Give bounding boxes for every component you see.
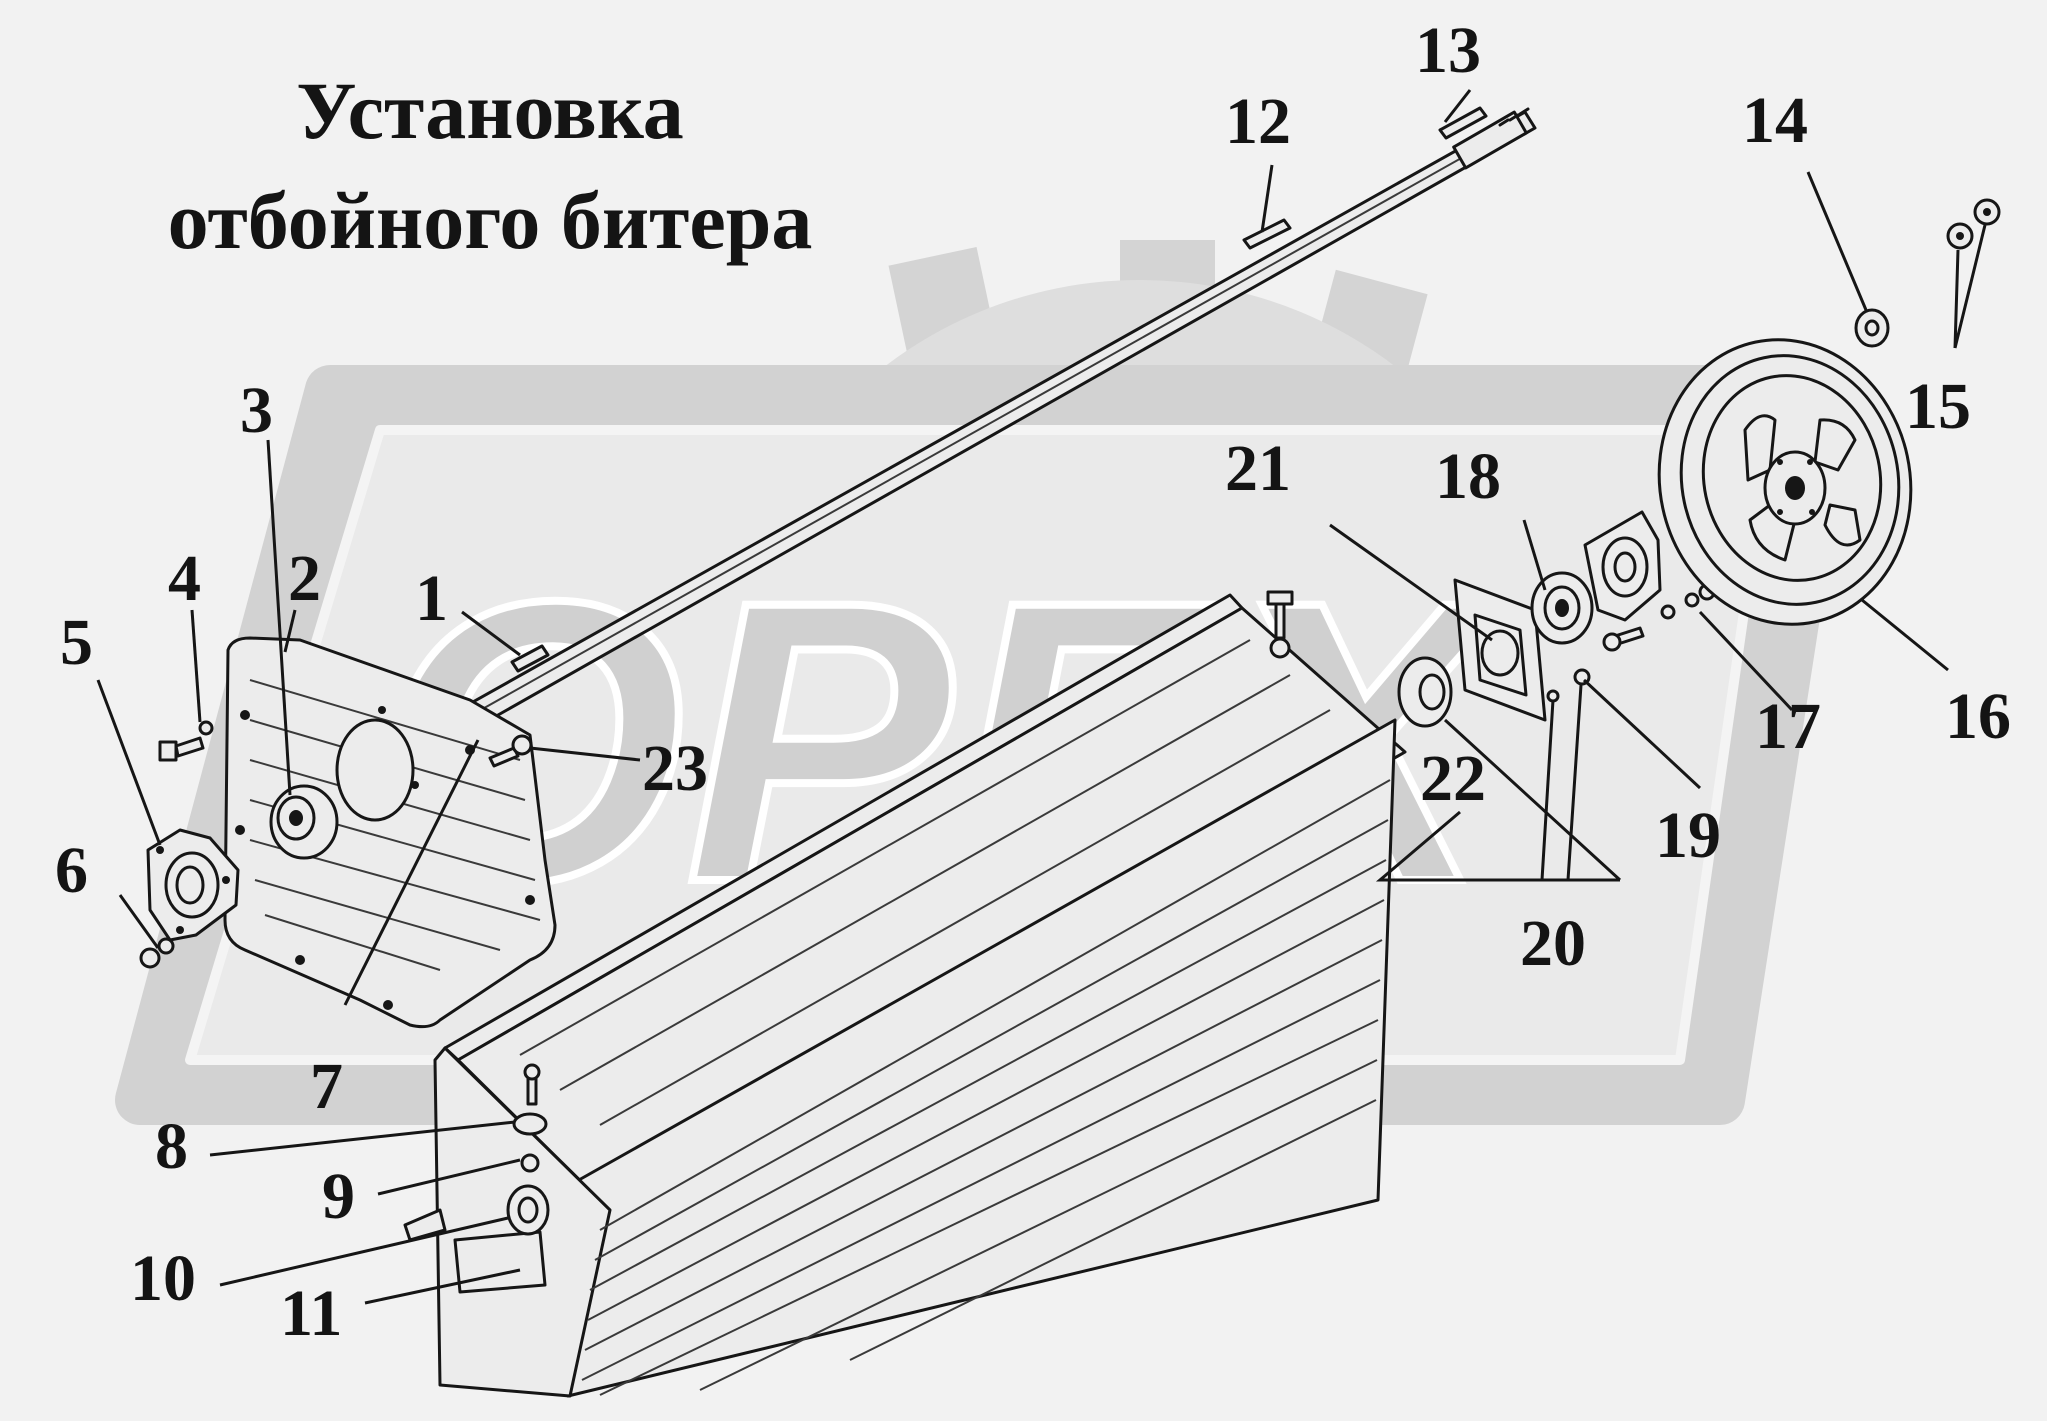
seal-22 — [1397, 656, 1453, 728]
bolt-4 — [158, 720, 214, 762]
diagram-title-line-1: Установка — [296, 65, 684, 156]
key-1 — [510, 644, 550, 673]
key-12 — [1242, 218, 1292, 250]
callout-22: 22 — [1420, 742, 1486, 815]
nuts-15 — [1946, 198, 2001, 250]
callout-11: 11 — [280, 1277, 342, 1350]
housing-channel — [403, 590, 1407, 1398]
callout-3: 3 — [240, 374, 273, 447]
callout-17: 17 — [1755, 690, 1821, 763]
pulley-16 — [1657, 338, 1913, 626]
callout-labels: 1 2 3 4 5 6 7 8 9 10 11 12 13 14 15 16 1… — [55, 14, 2011, 1350]
callout-13: 13 — [1415, 14, 1481, 87]
diagram-title-line-2: отбойного битера — [167, 175, 813, 266]
key-13 — [1438, 106, 1488, 140]
bearing-3 — [269, 784, 339, 860]
callout-15: 15 — [1905, 370, 1971, 443]
bearing-18 — [1530, 571, 1594, 645]
washer-20 — [1546, 689, 1560, 703]
callout-14: 14 — [1742, 84, 1808, 157]
flange-housing-5 — [146, 828, 240, 942]
side-plate — [223, 636, 557, 1029]
flange-housing-17 — [1583, 510, 1716, 652]
nuts-6 — [139, 937, 175, 969]
callout-10: 10 — [130, 1242, 196, 1315]
callout-16: 16 — [1945, 680, 2011, 753]
callout-6: 6 — [55, 834, 88, 907]
leader-lines — [96, 89, 1987, 1305]
bolt-23 — [488, 734, 533, 768]
callout-23: 23 — [642, 732, 708, 805]
callout-20: 20 — [1520, 907, 1586, 980]
callout-5: 5 — [60, 606, 93, 679]
callout-21: 21 — [1225, 432, 1291, 505]
callout-9: 9 — [322, 1160, 355, 1233]
callout-7: 7 — [310, 1050, 343, 1123]
callout-19: 19 — [1655, 799, 1721, 872]
callout-4: 4 — [168, 542, 201, 615]
callout-8: 8 — [155, 1110, 188, 1183]
callout-12: 12 — [1225, 85, 1291, 158]
washer-14 — [1854, 308, 1890, 348]
callout-1: 1 — [415, 562, 448, 635]
callout-18: 18 — [1435, 440, 1501, 513]
callout-2: 2 — [288, 542, 321, 615]
cover-plate-21 — [1453, 578, 1547, 722]
